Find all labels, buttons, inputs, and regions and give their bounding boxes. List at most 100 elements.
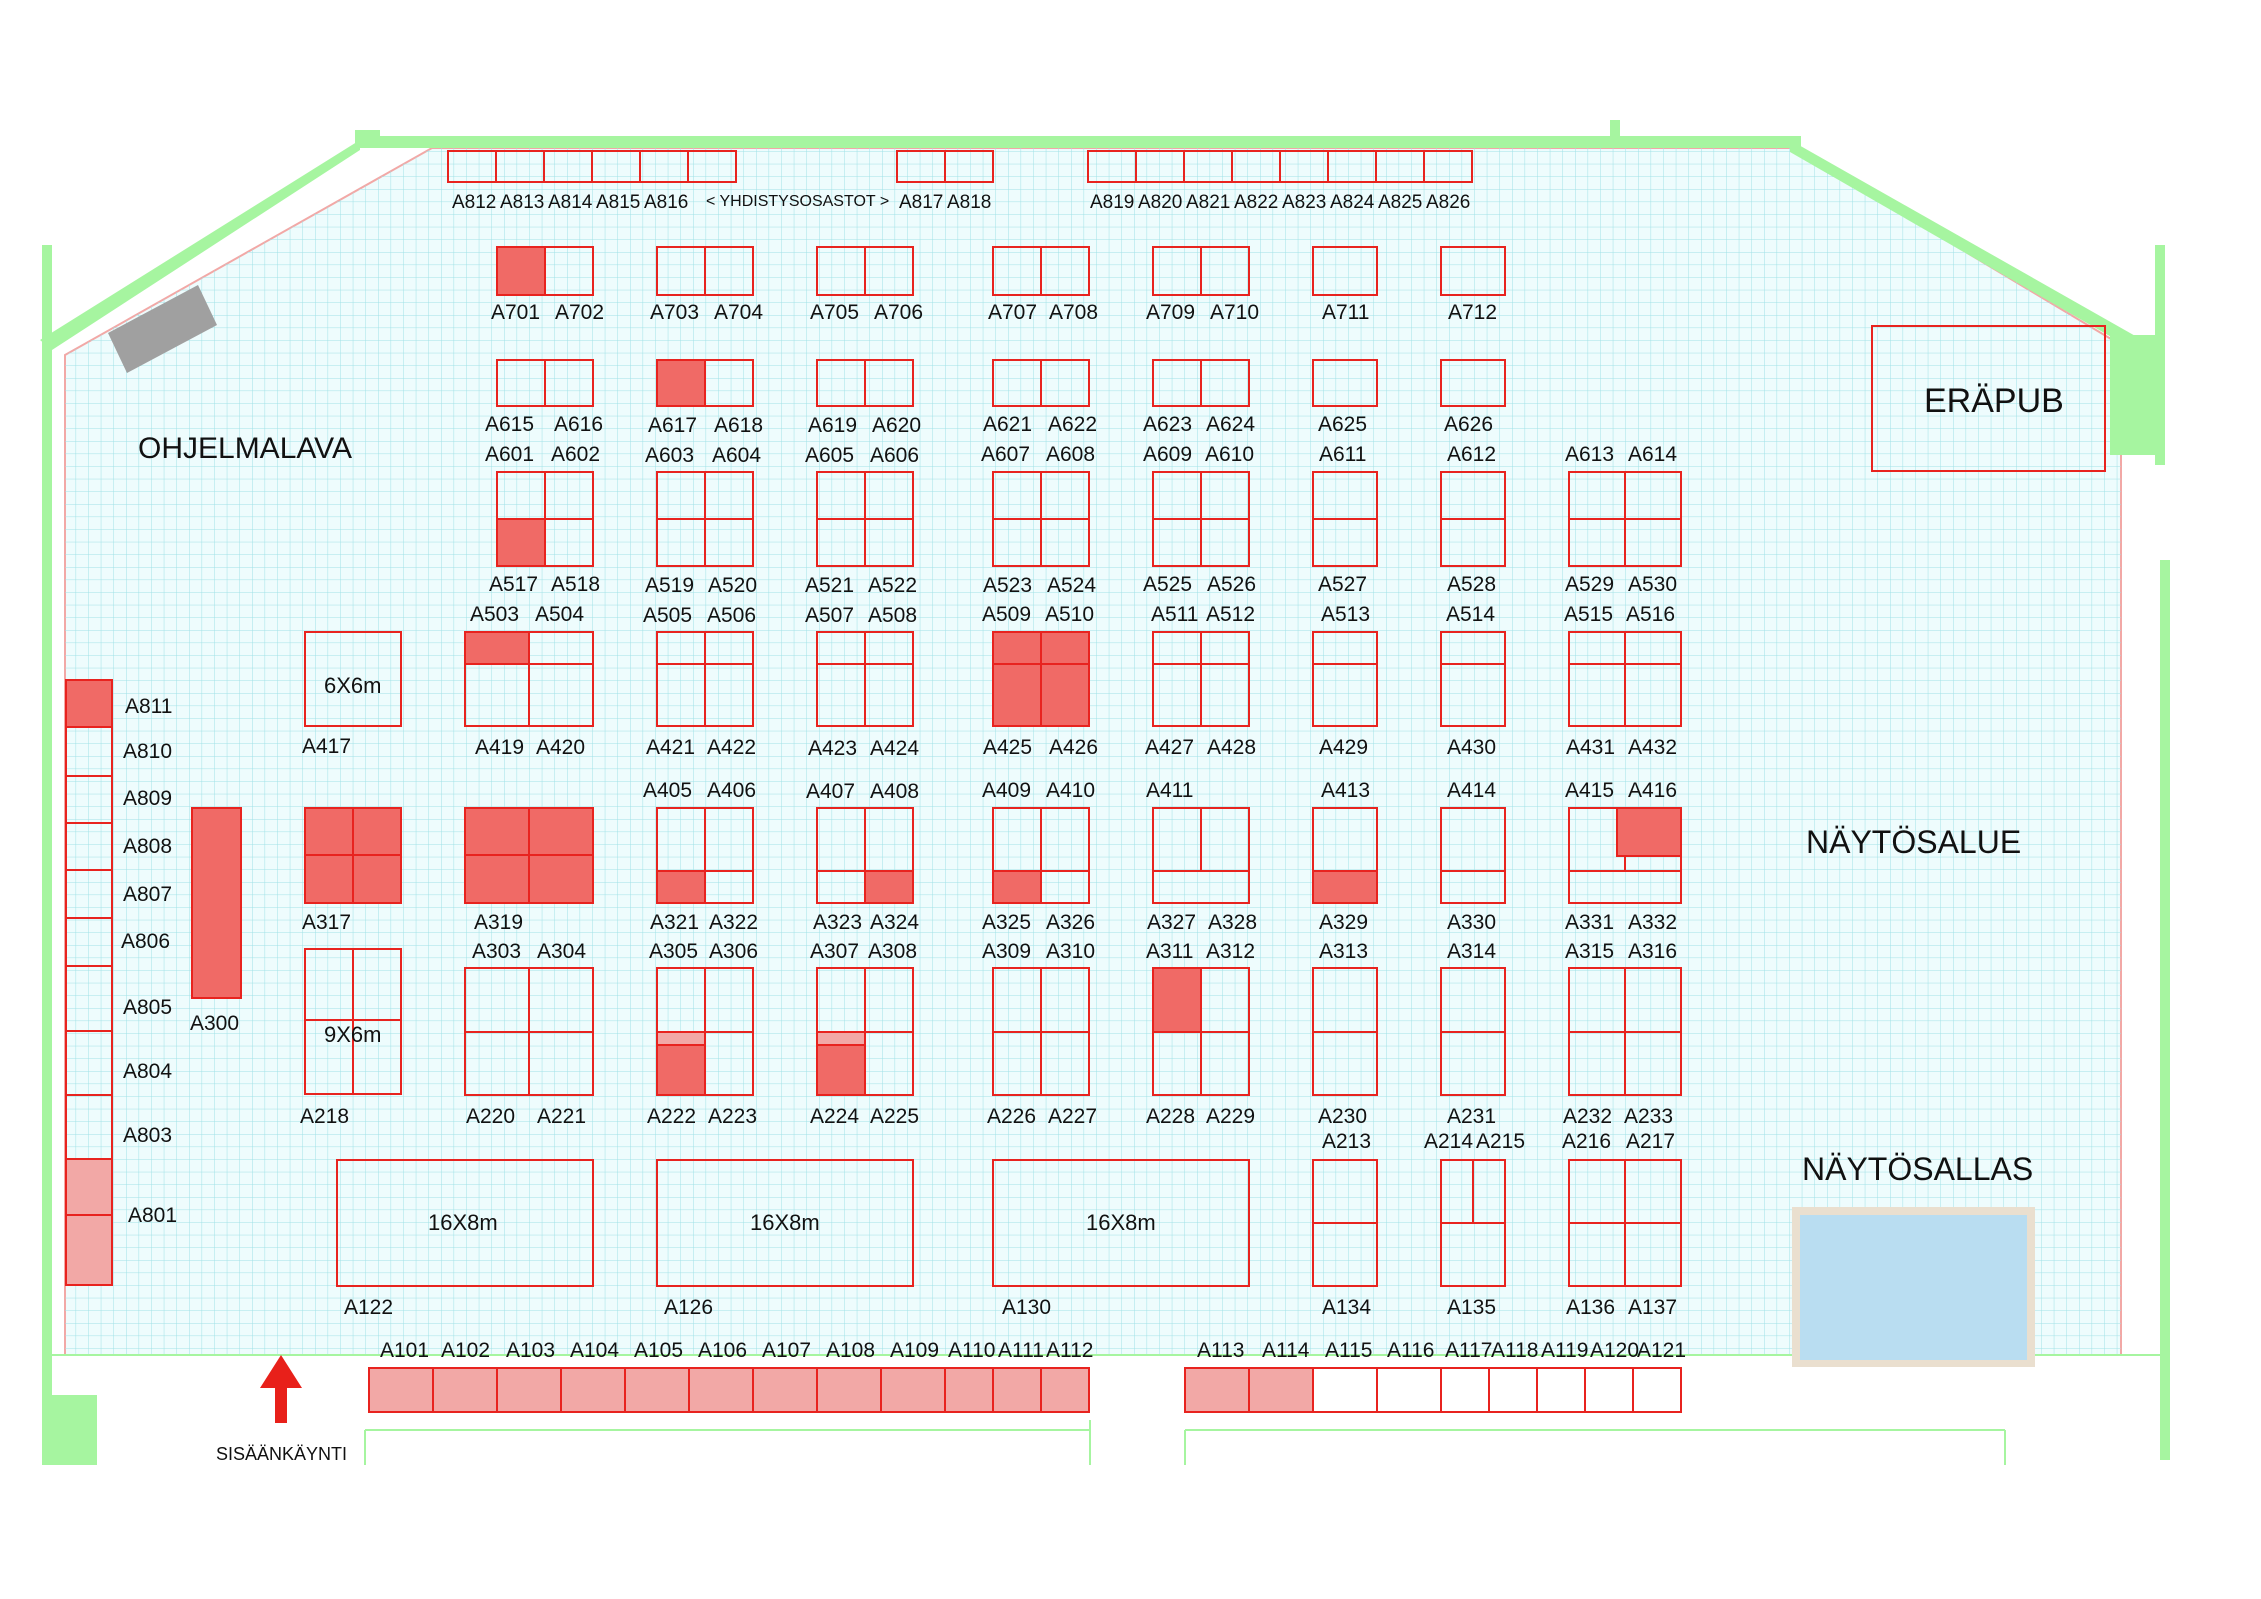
booth-cell[interactable] bbox=[1248, 1367, 1314, 1413]
booth-cell[interactable] bbox=[1200, 246, 1250, 296]
booth-cell[interactable] bbox=[1440, 246, 1506, 296]
booth-cell[interactable] bbox=[1616, 807, 1682, 857]
booth-cell[interactable] bbox=[656, 246, 706, 296]
booth-cell[interactable] bbox=[864, 870, 914, 904]
booth-label: A432 bbox=[1628, 736, 1677, 759]
booth-cell[interactable] bbox=[639, 150, 689, 183]
booth-cell[interactable] bbox=[752, 1367, 818, 1413]
booth-cell[interactable] bbox=[1423, 150, 1473, 183]
booth-cell[interactable] bbox=[544, 246, 594, 296]
booth-cell[interactable] bbox=[864, 246, 914, 296]
booth-cell[interactable] bbox=[1312, 870, 1378, 904]
booth-label: A814 bbox=[548, 192, 593, 213]
booth-cell[interactable] bbox=[65, 1030, 113, 1096]
booth-cell[interactable] bbox=[1312, 1367, 1378, 1413]
booth-cell[interactable] bbox=[1152, 359, 1202, 407]
booth-cell[interactable] bbox=[992, 1367, 1042, 1413]
booth-cell[interactable] bbox=[656, 359, 706, 407]
booth-cell[interactable] bbox=[1312, 631, 1378, 727]
booth-cell[interactable] bbox=[432, 1367, 498, 1413]
booth-cell[interactable] bbox=[816, 1367, 882, 1413]
booth-cell[interactable] bbox=[591, 150, 641, 183]
booth-cell[interactable] bbox=[816, 359, 866, 407]
booth-cell[interactable] bbox=[1584, 1367, 1634, 1413]
booth-cell[interactable] bbox=[656, 1031, 706, 1046]
booth-cell[interactable] bbox=[1152, 246, 1202, 296]
booth-cell[interactable] bbox=[1375, 150, 1425, 183]
booth-cell[interactable] bbox=[1312, 246, 1378, 296]
booth-cell[interactable] bbox=[65, 822, 113, 871]
booth-cell[interactable] bbox=[1231, 150, 1281, 183]
booth-cell[interactable] bbox=[688, 1367, 754, 1413]
booth-cell[interactable] bbox=[1536, 1367, 1586, 1413]
booth-cell[interactable] bbox=[1376, 1367, 1442, 1413]
booth-cell[interactable] bbox=[704, 246, 754, 296]
booth-cell[interactable] bbox=[1040, 1367, 1090, 1413]
booth-cell[interactable] bbox=[495, 150, 545, 183]
booth-label: A307 bbox=[810, 940, 859, 963]
booth-cell[interactable] bbox=[656, 870, 706, 904]
booth-label: A615 bbox=[485, 413, 534, 436]
booth-cell[interactable] bbox=[65, 965, 113, 1032]
booth-cell[interactable] bbox=[687, 150, 737, 183]
booth-cell[interactable] bbox=[65, 679, 113, 728]
booth-cell[interactable] bbox=[816, 1031, 866, 1046]
booth-cell[interactable] bbox=[864, 359, 914, 407]
booth-cell[interactable] bbox=[1488, 1367, 1538, 1413]
booth-cell[interactable] bbox=[65, 917, 113, 967]
booth-cell[interactable] bbox=[65, 869, 113, 919]
booth-cell[interactable] bbox=[944, 150, 994, 183]
booth-cell[interactable] bbox=[544, 359, 594, 407]
booth-cell[interactable] bbox=[447, 150, 497, 183]
booth-cell[interactable] bbox=[1087, 150, 1137, 183]
booth-cell[interactable] bbox=[336, 1159, 594, 1287]
booth-cell[interactable] bbox=[464, 631, 530, 665]
booth-cell[interactable] bbox=[1279, 150, 1329, 183]
booth-label: A316 bbox=[1628, 940, 1677, 963]
booth-cell[interactable] bbox=[496, 359, 546, 407]
booth-cell[interactable] bbox=[1440, 631, 1506, 727]
booth-cell[interactable] bbox=[992, 359, 1042, 407]
booth-cell[interactable] bbox=[1152, 967, 1202, 1033]
booth-cell[interactable] bbox=[368, 1367, 434, 1413]
booth-cell[interactable] bbox=[1040, 359, 1090, 407]
booth-cell[interactable] bbox=[304, 631, 402, 727]
booth-cell[interactable] bbox=[624, 1367, 690, 1413]
booth-cell[interactable] bbox=[896, 150, 946, 183]
booth-cell[interactable] bbox=[191, 807, 242, 999]
booth-cell[interactable] bbox=[1040, 246, 1090, 296]
booth-cell[interactable] bbox=[65, 775, 113, 824]
booth-cell[interactable] bbox=[704, 359, 754, 407]
booth-label: A101 bbox=[380, 1339, 429, 1362]
booth-cell[interactable] bbox=[496, 1367, 562, 1413]
booth-cell[interactable] bbox=[1200, 359, 1250, 407]
booth-cell[interactable] bbox=[992, 1159, 1250, 1287]
booth-label: A317 bbox=[302, 911, 351, 934]
booth-cell[interactable] bbox=[496, 518, 546, 567]
booth-cell[interactable] bbox=[1440, 359, 1506, 407]
booth-label: A617 bbox=[648, 414, 697, 437]
booth-cell[interactable] bbox=[543, 150, 593, 183]
booth-cell[interactable] bbox=[65, 1094, 113, 1160]
booth-cell[interactable] bbox=[656, 1159, 914, 1287]
booth-cell[interactable] bbox=[560, 1367, 626, 1413]
booth-cell[interactable] bbox=[1440, 807, 1506, 904]
booth-cell[interactable] bbox=[1632, 1367, 1682, 1413]
booth-cell[interactable] bbox=[880, 1367, 946, 1413]
booth-label: A424 bbox=[870, 737, 919, 760]
booth-cell[interactable] bbox=[1440, 1367, 1490, 1413]
booth-cell[interactable] bbox=[1312, 359, 1378, 407]
booth-cell[interactable] bbox=[992, 870, 1042, 904]
booth-cell[interactable] bbox=[496, 246, 546, 296]
booth-cell[interactable] bbox=[944, 1367, 994, 1413]
booth-cell[interactable] bbox=[992, 246, 1042, 296]
booth-cell[interactable] bbox=[816, 246, 866, 296]
booth-cell[interactable] bbox=[1327, 150, 1377, 183]
booth-label: A427 bbox=[1145, 736, 1194, 759]
booth-cell[interactable] bbox=[1184, 1367, 1250, 1413]
booth-cell[interactable] bbox=[65, 726, 113, 777]
booth-cell[interactable] bbox=[1135, 150, 1185, 183]
booth-label: A429 bbox=[1319, 736, 1368, 759]
booth-cell[interactable] bbox=[65, 1158, 113, 1216]
booth-cell[interactable] bbox=[1183, 150, 1233, 183]
